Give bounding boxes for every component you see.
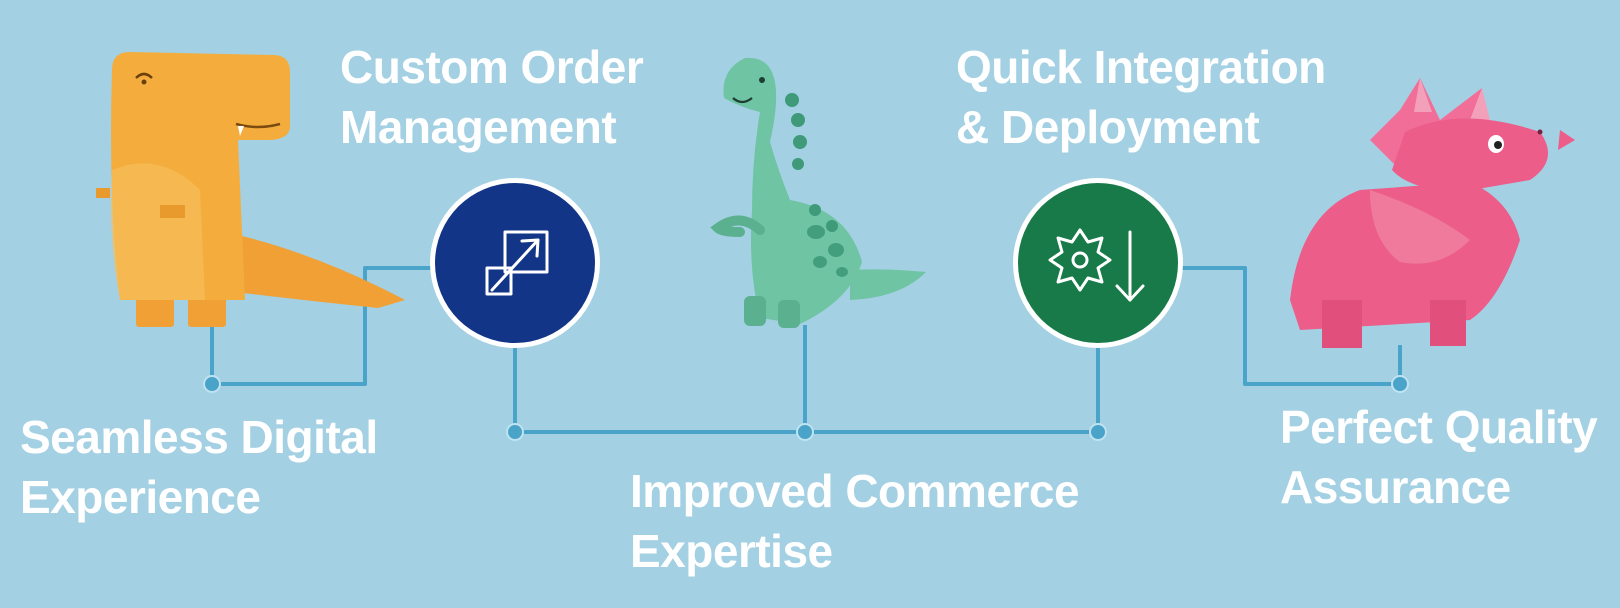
feature-quick-integration-deployment: Quick Integration & Deployment (956, 38, 1326, 158)
feature-improved-line2: Expertise (630, 524, 833, 577)
orange-trex-illustration (96, 52, 405, 327)
feature-custom-order-line1: Custom Order (340, 41, 644, 93)
custom-order-circle (430, 178, 600, 348)
teal-brontosaurus-illustration (710, 57, 926, 328)
feature-seamless-digital-experience: Seamless Digital Experience (20, 408, 378, 528)
connector-dot (796, 423, 814, 441)
expand-arrow-icon (485, 230, 549, 296)
feature-perfect-quality-assurance: Perfect Quality Assurance (1280, 398, 1598, 518)
feature-quality-line1: Perfect Quality (1280, 401, 1598, 453)
feature-improved-commerce-expertise: Improved Commerce Expertise (630, 462, 1080, 582)
feature-quick-line2: & Deployment (956, 100, 1260, 153)
connector-dot (203, 375, 221, 393)
gear-download-icon (1048, 228, 1145, 302)
connector-dots (203, 375, 1409, 441)
connector-lines (210, 266, 1402, 434)
connector-green-to-pink (1175, 266, 1402, 386)
connector-dot (1089, 423, 1107, 441)
feature-seamless-line2: Experience (20, 470, 261, 523)
feature-custom-order-line2: Management (340, 100, 617, 153)
feature-custom-order-management: Custom Order Management (340, 38, 644, 158)
feature-quality-line2: Assurance (1280, 460, 1511, 513)
feature-quick-line1: Quick Integration (956, 41, 1326, 93)
quick-integration-circle (1013, 178, 1183, 348)
feature-seamless-line1: Seamless Digital (20, 411, 378, 463)
connector-dot (1391, 375, 1409, 393)
feature-improved-line1: Improved Commerce (630, 465, 1080, 517)
connector-dot (506, 423, 524, 441)
connector-orange-to-navy (210, 266, 432, 386)
pink-triceratops-illustration (1290, 78, 1575, 348)
